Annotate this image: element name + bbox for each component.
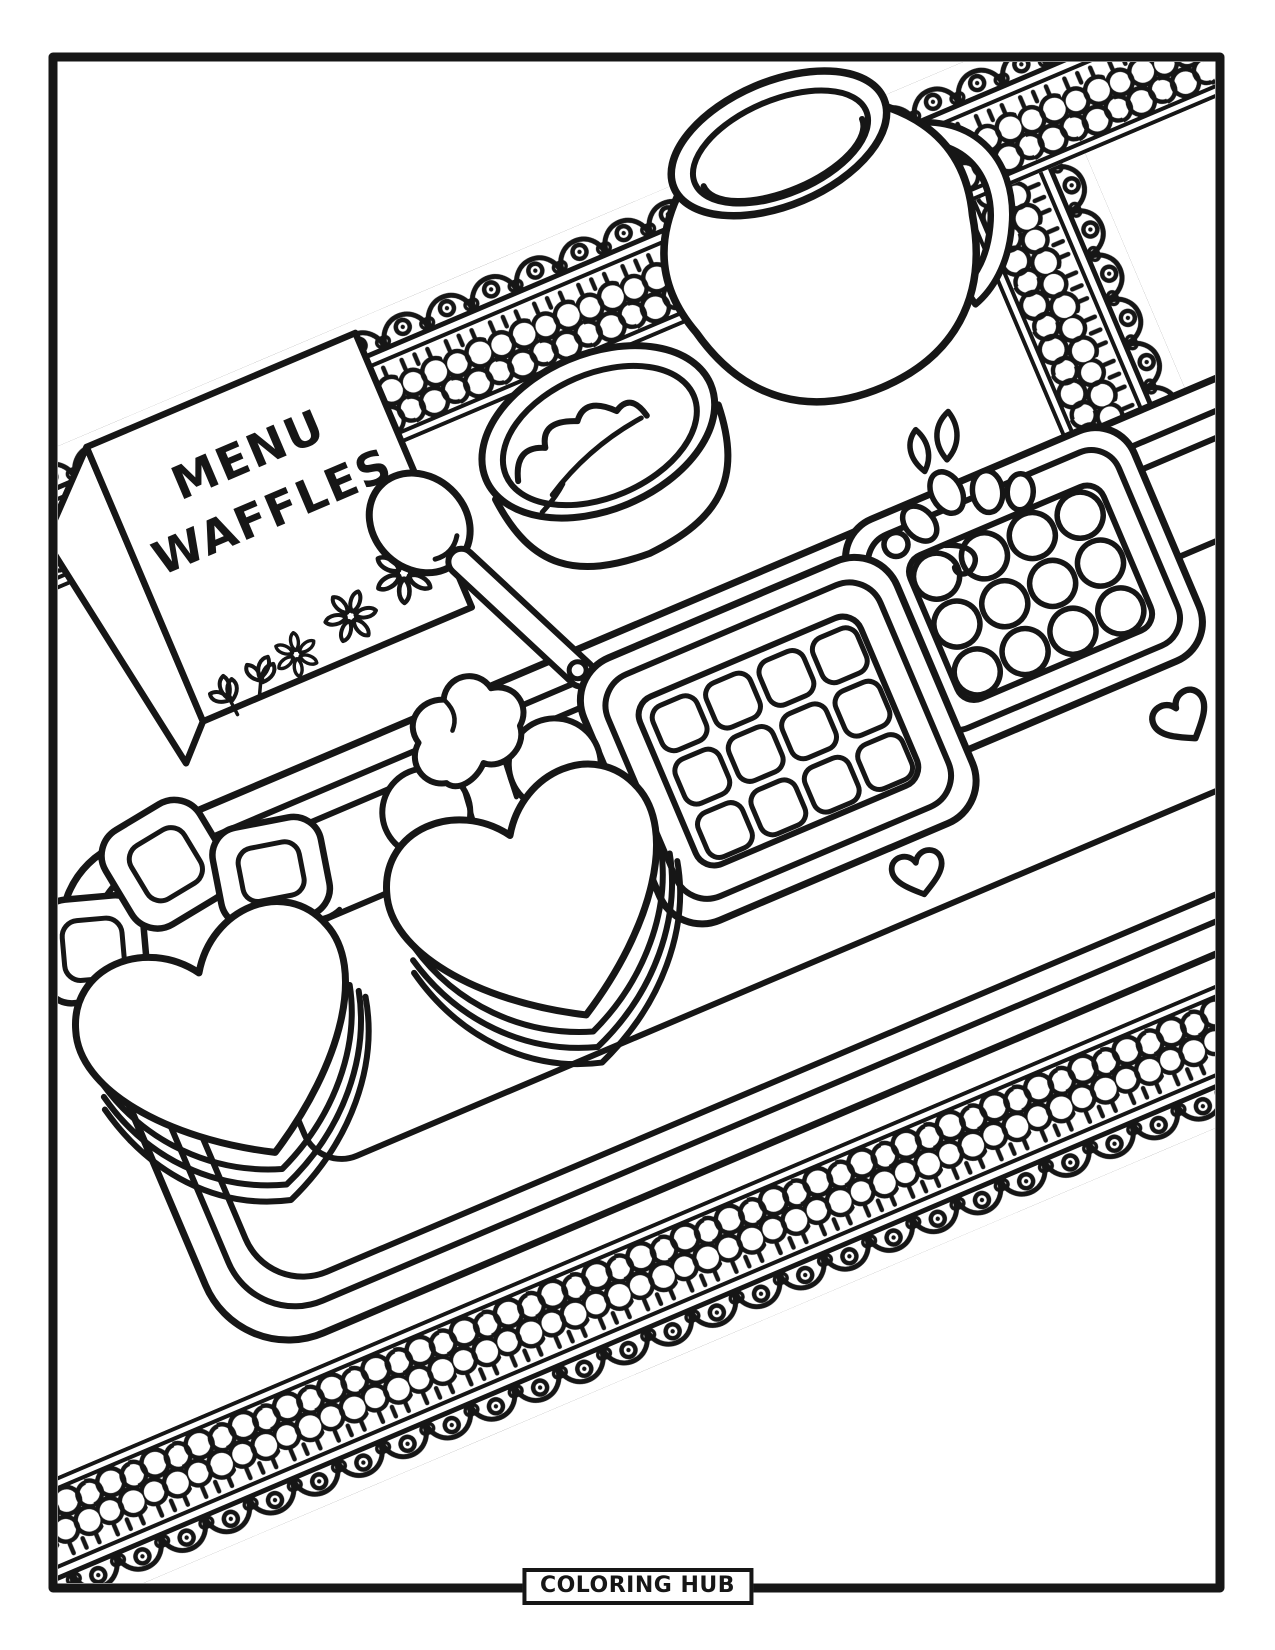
berries-and-leaves (881, 408, 1037, 577)
pitcher-rim (667, 67, 891, 220)
whipped-cream-flower (409, 673, 527, 790)
bowl-body (492, 401, 732, 571)
menu-card: MENU WAFFLES (58, 329, 476, 767)
pitcher-handle (890, 119, 1016, 308)
heart-waffle-cream (379, 673, 683, 1068)
cream-bowl (478, 342, 732, 571)
syrup-pitcher (660, 67, 1016, 406)
grid-waffle-plate (576, 553, 980, 928)
pitcher-syrup-line (700, 115, 867, 205)
waffle-stack-layers (410, 844, 683, 1068)
waffle-grid-cells (649, 625, 916, 860)
placemat-lace-border-bottom (58, 846, 1215, 1583)
brand-badge: COLORING HUB (521, 1568, 754, 1605)
heart-waffle-top (383, 760, 660, 1019)
heart-waffle-butter (58, 796, 372, 1205)
cream-swirl (514, 399, 650, 485)
heart-waffle-top (72, 898, 349, 1156)
waffle-stack-layers (99, 981, 372, 1205)
waffle-dimples (910, 489, 1147, 698)
square-waffle (635, 613, 922, 869)
